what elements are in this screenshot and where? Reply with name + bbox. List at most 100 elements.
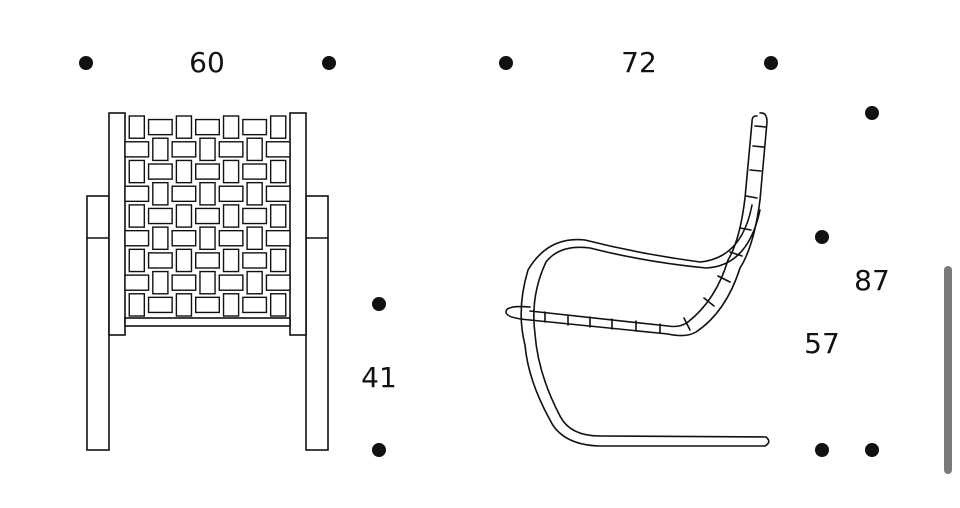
side-strap-inner: [529, 112, 768, 337]
webbing-horizontal-strap: [124, 141, 150, 158]
webbing-vertical-strap: [222, 115, 240, 139]
webbing-vertical-strap: [128, 204, 146, 228]
webbing-horizontal-strap: [124, 229, 150, 247]
dimension-dot-icon: [79, 56, 93, 70]
chair-front-view: [86, 112, 329, 451]
side-strap-tick: [752, 145, 765, 148]
webbing-vertical-strap: [175, 248, 193, 273]
webbing-vertical-strap: [128, 159, 146, 184]
dimension-front-width: 60: [189, 46, 225, 79]
webbing-vertical-strap: [246, 137, 263, 162]
webbing-vertical-strap: [269, 204, 287, 228]
webbing-horizontal-strap: [218, 274, 244, 291]
dimension-dot-icon: [865, 443, 879, 457]
side-strap-ticks: [544, 125, 767, 334]
webbing-vertical-strap: [246, 270, 263, 295]
webbing-horizontal-strap: [195, 207, 220, 225]
webbing-vertical-strap: [269, 293, 287, 317]
dimension-dot-icon: [499, 56, 513, 70]
webbing-horizontal-strap: [265, 141, 291, 158]
webbing-vertical-strap: [175, 293, 193, 317]
side-strap-outer: [529, 115, 758, 328]
side-seat-front-roll: [505, 305, 531, 321]
webbing-horizontal-strap: [147, 207, 173, 225]
side-frame: [520, 204, 770, 447]
webbing-horizontal-strap: [242, 207, 268, 225]
vertical-scrollbar[interactable]: [944, 266, 952, 474]
dimension-side-total-height: 87: [854, 264, 890, 297]
webbing-vertical-strap: [175, 159, 193, 184]
side-strap-tick: [749, 169, 762, 172]
webbing-horizontal-strap: [171, 141, 197, 158]
webbing-vertical-strap: [222, 293, 240, 317]
webbing-vertical-strap: [222, 159, 240, 184]
side-strap-tick: [745, 195, 758, 199]
webbing-horizontal-strap: [218, 185, 244, 203]
webbing-vertical-strap: [152, 270, 169, 295]
webbing-horizontal-strap: [218, 229, 244, 247]
chair-side-view: [505, 112, 770, 447]
front-seat-rail: [124, 317, 291, 327]
webbing-horizontal-strap: [195, 296, 220, 314]
front-left-post: [108, 112, 126, 336]
webbing-horizontal-strap: [124, 274, 150, 291]
webbing-horizontal-strap: [195, 252, 220, 269]
side-strap-tick: [729, 251, 743, 257]
webbing-vertical-strap: [199, 270, 216, 295]
webbing-horizontal-strap: [265, 185, 291, 203]
side-strap-tick: [754, 125, 767, 128]
dimension-side-seat-height: 57: [804, 327, 840, 360]
dimension-side-depth: 72: [621, 46, 657, 79]
front-webbing: [124, 115, 291, 317]
webbing-horizontal-strap: [265, 229, 291, 247]
webbing-horizontal-strap: [242, 296, 268, 314]
webbing-vertical-strap: [222, 204, 240, 228]
webbing-vertical-strap: [199, 226, 216, 251]
webbing-horizontal-strap: [218, 141, 244, 158]
webbing-vertical-strap: [175, 204, 193, 228]
webbing-horizontal-strap: [124, 185, 150, 203]
dimension-dot-icon: [815, 443, 829, 457]
side-strap-tick: [683, 317, 691, 331]
dimension-dot-icon: [815, 230, 829, 244]
webbing-horizontal-strap: [242, 163, 268, 180]
webbing-vertical-strap: [269, 115, 287, 139]
webbing-horizontal-strap: [242, 118, 268, 136]
webbing-vertical-strap: [128, 115, 146, 139]
webbing-vertical-strap: [128, 293, 146, 317]
webbing-horizontal-strap: [195, 118, 220, 136]
webbing-vertical-strap: [199, 181, 216, 206]
front-right-leg: [305, 195, 329, 451]
webbing-vertical-strap: [246, 181, 263, 206]
webbing-vertical-strap: [175, 115, 193, 139]
webbing-horizontal-strap: [171, 274, 197, 291]
dimension-front-seat-height: 41: [361, 361, 397, 394]
dimension-dot-icon: [865, 106, 879, 120]
webbing-horizontal-strap: [147, 296, 173, 314]
webbing-horizontal-strap: [171, 229, 197, 247]
webbing-horizontal-strap: [195, 163, 220, 180]
webbing-horizontal-strap: [242, 252, 268, 269]
webbing-horizontal-strap: [171, 185, 197, 203]
webbing-vertical-strap: [152, 226, 169, 251]
webbing-horizontal-strap: [147, 163, 173, 180]
webbing-vertical-strap: [269, 159, 287, 184]
dimension-markers: [79, 56, 879, 457]
webbing-vertical-strap: [222, 248, 240, 273]
side-strap-tick: [717, 275, 731, 283]
front-right-post: [289, 112, 307, 336]
side-strap-tick: [739, 227, 752, 231]
front-left-leg: [86, 195, 110, 451]
webbing-vertical-strap: [269, 248, 287, 273]
dimension-dot-icon: [372, 297, 386, 311]
webbing-vertical-strap: [128, 248, 146, 273]
webbing-vertical-strap: [246, 226, 263, 251]
webbing-horizontal-strap: [265, 274, 291, 291]
webbing-vertical-strap: [152, 137, 169, 162]
dimension-dot-icon: [372, 443, 386, 457]
webbing-vertical-strap: [199, 137, 216, 162]
webbing-horizontal-strap: [147, 252, 173, 269]
dimension-dot-icon: [764, 56, 778, 70]
